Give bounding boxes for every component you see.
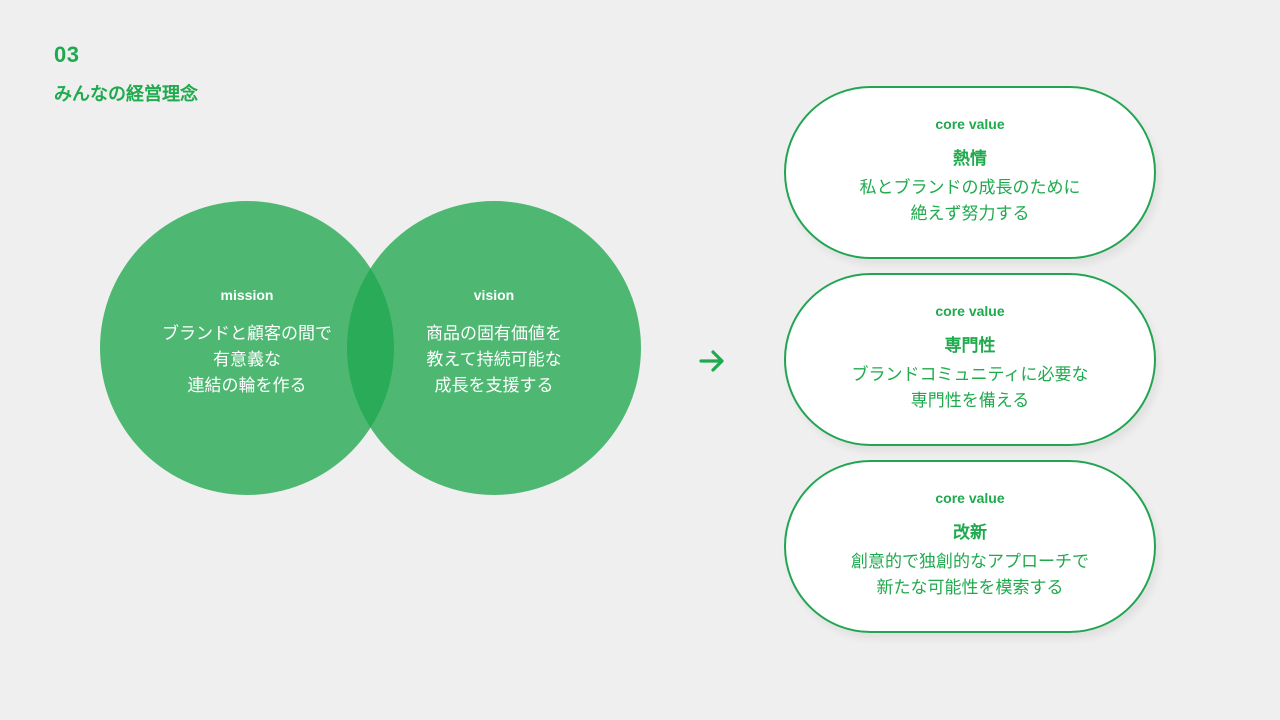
core-value-label: core value (935, 303, 1005, 319)
core-value-text: 私とブランドの成長のために 絶えず努力する (859, 178, 1081, 224)
core-value-label: core value (935, 116, 1005, 132)
section-title: みんなの経営理念 (54, 84, 198, 105)
core-value-title: 改新 (953, 523, 987, 543)
vision-text: 商品の固有価値を 教えて持続可能な 成長を支援する (426, 324, 562, 396)
arrow-right-icon (699, 350, 724, 372)
core-value-label: core value (935, 490, 1005, 506)
mission-text: ブランドと顧客の間で 有意義な 連結の輪を作る (162, 324, 332, 396)
venn-diagram: mission ブランドと顧客の間で 有意義な 連結の輪を作る vision 商… (100, 201, 641, 495)
mission-circle (100, 201, 394, 495)
core-value-text: ブランドコミュニティに必要な 専門性を備える (851, 365, 1089, 411)
core-value-title: 専門性 (944, 336, 996, 356)
core-value-card-innovation: core value 改新 創意的で独創的なアプローチで 新たな可能性を模索する (784, 460, 1156, 633)
core-value-title: 熱情 (953, 149, 987, 169)
section-number: 03 (54, 42, 80, 67)
core-value-card-passion: core value 熱情 私とブランドの成長のために 絶えず努力する (784, 86, 1156, 259)
vision-content: vision 商品の固有価値を 教えて持続可能な 成長を支援する (347, 201, 641, 495)
mission-content: mission ブランドと顧客の間で 有意義な 連結の輪を作る (100, 201, 394, 495)
vision-label: vision (473, 287, 515, 303)
mission-label: mission (220, 287, 274, 303)
vision-circle (347, 201, 641, 495)
core-value-text: 創意的で独創的なアプローチで 新たな可能性を模索する (851, 552, 1089, 598)
core-value-card-expertise: core value 専門性 ブランドコミュニティに必要な 専門性を備える (784, 273, 1156, 446)
